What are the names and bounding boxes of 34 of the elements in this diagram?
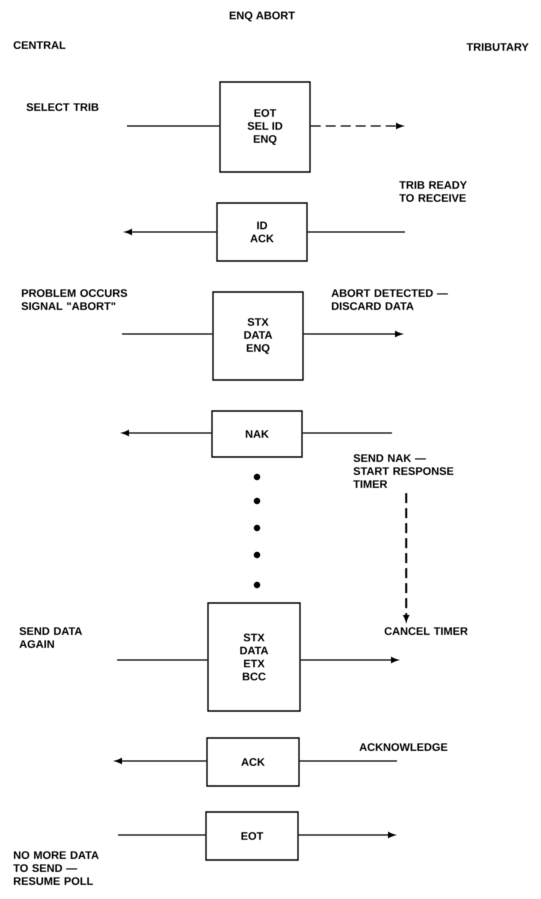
note-text: SEND NAK — START RESPONSE TIMER	[353, 454, 454, 488]
arrow	[304, 331, 402, 337]
line	[122, 333, 212, 335]
arrow	[310, 123, 404, 129]
arrow	[403, 493, 409, 622]
label: SEND DATA AGAIN	[19, 627, 82, 648]
label: PROBLEM OCCURS SIGNAL "ABORT"	[22, 289, 128, 310]
line	[127, 125, 220, 127]
arrow	[124, 229, 216, 235]
label: ABORT DETECTED — DISCARD DATA	[331, 289, 448, 310]
line	[118, 834, 206, 836]
frame-box: EOT SEL ID ENQ	[219, 81, 311, 173]
note-text: CANCEL TIMER	[384, 627, 468, 635]
arrow	[122, 430, 212, 436]
frame-box: EOT	[205, 811, 299, 861]
arrow	[114, 758, 206, 764]
label: ACKNOWLEDGE	[359, 743, 448, 751]
label: SELECT TRIB	[26, 103, 98, 111]
frame-box: STX DATA ENQ	[212, 291, 304, 381]
frame-box: STX DATA ETX BCC	[207, 602, 301, 712]
frame-box: ID ACK	[216, 202, 308, 262]
arrow	[298, 832, 396, 838]
line	[117, 659, 208, 661]
label: NO MORE DATA TO SEND — RESUME POLL	[13, 851, 99, 885]
title: ENQ ABORT	[230, 12, 295, 22]
label: TRIB READY TO RECEIVE	[399, 181, 467, 202]
frame-box: NAK	[211, 410, 303, 458]
label: TRIBUTARY	[466, 43, 529, 51]
line	[302, 432, 392, 434]
frame-box: ACK	[206, 737, 300, 787]
line	[300, 760, 397, 762]
line	[308, 231, 405, 233]
arrow	[300, 657, 398, 663]
label: CENTRAL	[14, 41, 66, 49]
